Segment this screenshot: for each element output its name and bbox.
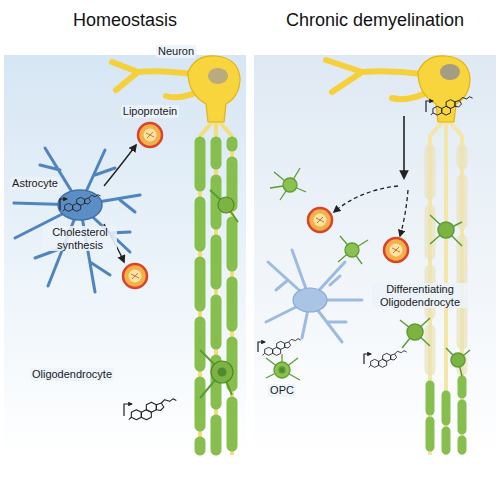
opc-cell (266, 354, 300, 380)
astrocyte (14, 148, 140, 292)
differentiating-oligodendrocyte (430, 215, 462, 246)
neuron (198, 135, 202, 455)
myelin-sheath (426, 385, 435, 450)
myelin-sheath (195, 142, 206, 450)
neuron (440, 64, 460, 80)
differentiating-oligodendrocyte (451, 353, 465, 367)
neuron (214, 135, 218, 455)
part-label: Differentiating Oligodendrocyte (372, 283, 468, 308)
cholesterol-molecule (129, 399, 177, 420)
cholesterol-molecule (263, 339, 301, 356)
neuron (418, 56, 470, 122)
myelin-sheath (425, 150, 436, 370)
opc-cell (274, 362, 290, 378)
oligodendrocyte-cell (210, 190, 238, 222)
myelin-sheath (457, 150, 468, 370)
opc-cell (279, 367, 285, 373)
opc-cell (270, 168, 306, 200)
cholesterol-molecule (369, 351, 407, 368)
oligodendrocyte-cell (200, 190, 238, 398)
myelin-sheath (211, 142, 222, 450)
differentiating-oligodendrocyte (400, 318, 430, 348)
opc-cell (345, 243, 359, 257)
secretion-arrow (104, 145, 136, 186)
astrocyte (58, 190, 102, 220)
lipoprotein-particle (384, 238, 408, 262)
neuron (230, 135, 234, 455)
myelin-sheath (200, 142, 232, 450)
promoter-arrow (124, 404, 132, 416)
part-label: Astrocyte (10, 177, 60, 190)
lipoprotein-particle (138, 123, 162, 147)
cholesterol-molecule (63, 195, 101, 212)
transport-arrow (400, 190, 408, 236)
astrocyte (14, 148, 140, 292)
part-label: Oligodendrocyte (30, 368, 114, 381)
panel-ground (4, 55, 246, 457)
neuron (208, 68, 228, 84)
panel-heading: Chronic demyelination (254, 10, 496, 32)
astrocyte (293, 288, 327, 312)
oligodendrocyte-cell (218, 368, 227, 377)
myelin-sheath (227, 142, 238, 450)
opc-cell (283, 178, 297, 192)
part-label: Neuron (156, 45, 196, 58)
differentiating-oligodendrocyte (438, 222, 454, 238)
differentiating-oligodendrocyte (446, 348, 470, 376)
cholesterol-molecule (431, 97, 473, 115)
differentiating-oligodendrocyte (407, 324, 423, 340)
oligodendrocyte-cell (200, 350, 232, 398)
neuron (112, 62, 198, 97)
myelin-sheath (442, 395, 451, 450)
panel-heading: Homeostasis (4, 10, 246, 32)
part-label: Lipoprotein (121, 105, 179, 118)
panel-ground (254, 55, 496, 457)
opc-cell (266, 168, 368, 380)
promoter-arrow (258, 342, 265, 352)
neuron (326, 60, 428, 99)
promoter-arrow (60, 199, 67, 210)
promoter-arrow (426, 101, 433, 112)
neuron (112, 56, 240, 455)
part-label: OPC (268, 384, 296, 397)
transport-arrow (334, 186, 398, 212)
part-label: Cholesterol synthesis (43, 226, 117, 251)
astrocyte (266, 250, 362, 342)
neuron (326, 56, 470, 455)
lipoprotein-particle (308, 208, 332, 232)
oligodendrocyte-cell (218, 197, 234, 213)
promoter-arrow (364, 354, 371, 364)
astrocyte (266, 250, 362, 342)
panel: Homeostasis (4, 10, 246, 457)
neuron (188, 56, 240, 122)
opc-cell (338, 236, 368, 264)
lipoprotein-particle (123, 264, 147, 288)
myelin-sheath (458, 380, 467, 450)
oligodendrocyte-cell (211, 361, 233, 383)
transport-arrow (403, 116, 405, 178)
